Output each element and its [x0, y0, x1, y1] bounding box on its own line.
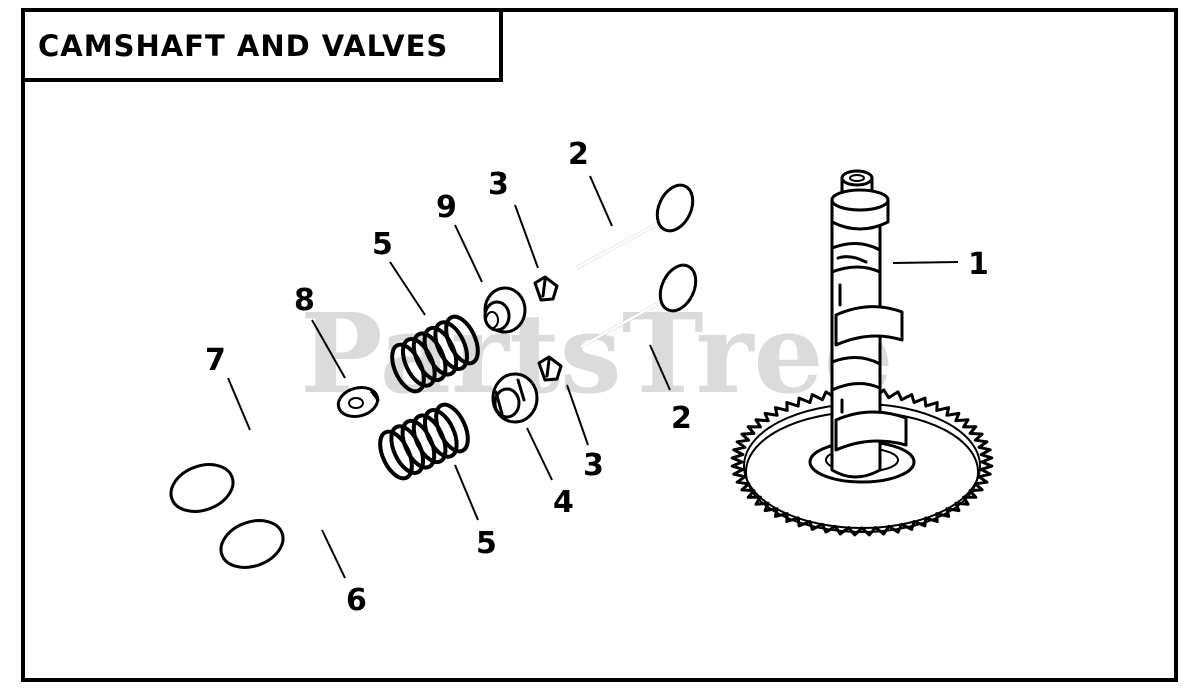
callout-3-upper: 3 [488, 167, 509, 202]
rotator-part [491, 372, 539, 424]
valve-spring-lower-part [378, 402, 470, 481]
valve-spring-upper-part [390, 314, 480, 394]
callout-8: 8 [294, 283, 315, 318]
spring-retainer-part [483, 286, 527, 334]
callout-5-upper: 5 [372, 227, 393, 262]
callout-1: 1 [968, 247, 989, 282]
callout-2-lower: 2 [671, 401, 692, 436]
callout-4: 4 [553, 485, 574, 520]
callout-2-upper: 2 [568, 137, 589, 172]
valve-keeper-upper-part [533, 275, 559, 302]
valve-intake-part [169, 420, 324, 513]
valve-exhaust-part [219, 475, 370, 569]
camshaft-part [730, 169, 994, 537]
callout-7: 7 [205, 343, 226, 378]
valve-middle-part [580, 263, 698, 348]
watermark: PartsTree [300, 289, 894, 418]
valve-upper-part [576, 183, 695, 269]
title-box [21, 8, 503, 82]
diagram-frame [21, 8, 1178, 682]
callout-5-lower: 5 [476, 526, 497, 561]
callout-9: 9 [436, 190, 457, 225]
callout-6: 6 [346, 583, 367, 618]
callout-3-lower: 3 [583, 448, 604, 483]
washer-part [336, 386, 380, 418]
valve-keeper-lower-part [537, 355, 563, 382]
page-title: CAMSHAFT AND VALVES [38, 29, 448, 63]
leader-lines [227, 175, 959, 579]
